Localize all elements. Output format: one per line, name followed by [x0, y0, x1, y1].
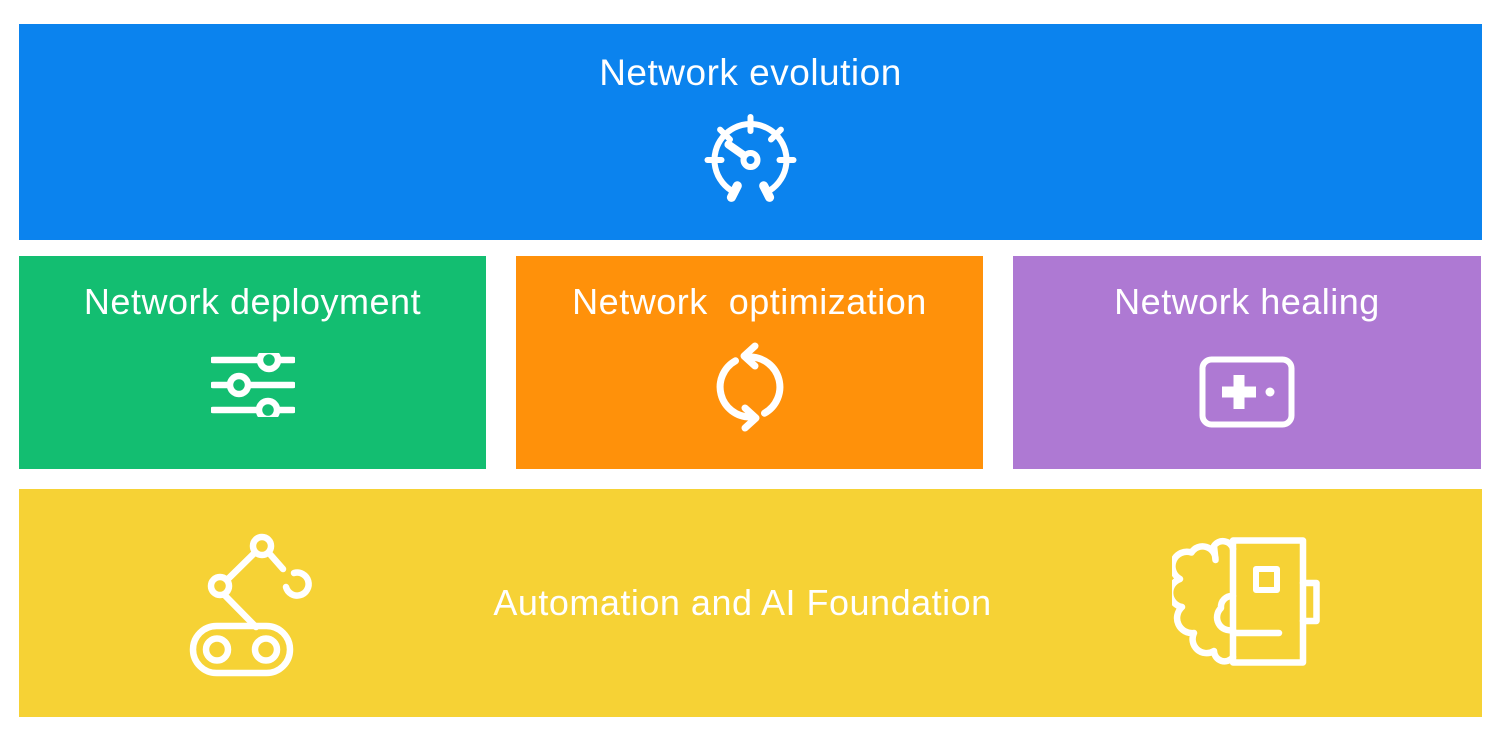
- ai-brain-robot-icon: [1172, 533, 1322, 673]
- refresh-cycle-icon: [709, 339, 791, 435]
- network-healing-block: Network healing: [1013, 256, 1481, 469]
- network-healing-title: Network healing: [1114, 281, 1380, 322]
- gauge-icon: [703, 110, 798, 205]
- network-deployment-block: Network deployment: [19, 256, 486, 469]
- network-deployment-title: Network deployment: [83, 281, 422, 322]
- first-aid-kit-icon: [1199, 356, 1295, 428]
- network-evolution-title: Network evolution: [599, 52, 902, 93]
- automation-ai-foundation-title: Automation and AI Foundation: [493, 582, 992, 624]
- sliders-icon: [210, 353, 295, 418]
- automation-ai-foundation-block: Automation and AI Foundation: [19, 489, 1482, 717]
- network-optimization-block: Network optimization: [516, 256, 983, 469]
- network-evolution-block: Network evolution: [19, 24, 1482, 240]
- network-optimization-title: Network optimization: [572, 281, 927, 322]
- robot-arm-icon: [188, 523, 313, 683]
